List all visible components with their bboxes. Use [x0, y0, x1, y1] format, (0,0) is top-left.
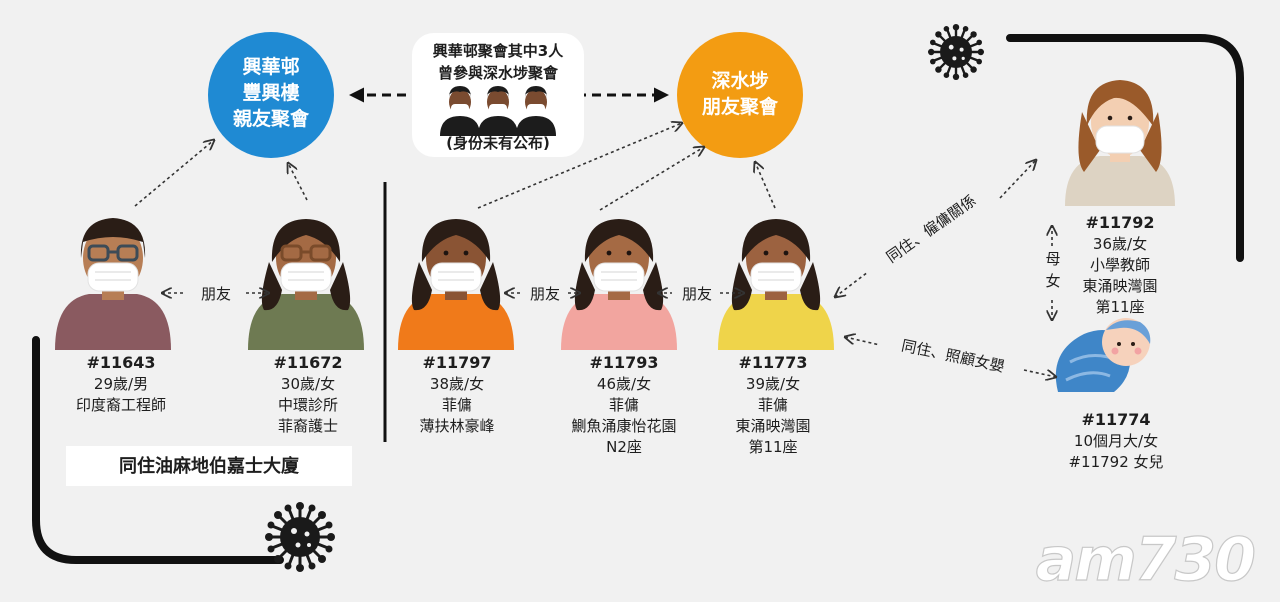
- arrow-icon: [477, 123, 682, 209]
- gathering-line: 豐興樓: [242, 81, 299, 104]
- person-detail: 36歲/女: [1093, 235, 1147, 253]
- relation-friend-label: 朋友: [530, 285, 560, 303]
- gathering-line: 朋友聚會: [702, 95, 779, 118]
- person-detail: 菲裔護士: [278, 417, 338, 435]
- person-id: #11793: [589, 353, 658, 372]
- person-id: #11643: [86, 353, 155, 372]
- arrow-icon: [134, 140, 214, 207]
- sham-shui-po-gathering: 深水埗 朋友聚會: [677, 32, 803, 158]
- person-detail: 30歲/女: [281, 375, 335, 393]
- relation-cohabit-care-label: 同住、照顧女嬰: [900, 336, 1006, 375]
- arrow-icon: [835, 271, 869, 297]
- relation-cohabit-employment-label: 同住、僱傭關係: [883, 191, 979, 266]
- baby-icon: [1055, 318, 1151, 392]
- relation-mother-daughter-label: 女: [1045, 272, 1060, 290]
- residence-banner-label: 同住油麻地伯嘉士大廈: [119, 455, 300, 477]
- gathering-line: 深水埗: [711, 69, 768, 92]
- person-detail: 東涌映灣園: [735, 417, 810, 435]
- arrow-icon: [845, 337, 881, 346]
- person-id: #11797: [422, 353, 491, 372]
- person-detail: 10個月大/女: [1074, 432, 1158, 450]
- person-id: #11792: [1085, 213, 1154, 232]
- person-figure-11773: [718, 219, 834, 350]
- person-detail: 菲傭: [442, 396, 472, 414]
- person-figure-11793: [561, 219, 677, 350]
- person-figure-11792: [1065, 80, 1175, 206]
- person-detail: 46歲/女: [597, 375, 651, 393]
- person-figure-11797: [398, 219, 514, 350]
- person-id: #11672: [273, 353, 342, 372]
- virus-icon: [926, 22, 986, 82]
- person-detail: 中環診所: [278, 396, 338, 414]
- person-detail: 39歲/女: [746, 375, 800, 393]
- gathering-line: 親友聚會: [233, 107, 310, 130]
- arrow-icon: [1023, 369, 1056, 377]
- person-detail: 38歲/女: [430, 375, 484, 393]
- link-box-line: 興華邨聚會其中3人: [433, 42, 564, 60]
- relation-mother-daughter-label: 母: [1045, 250, 1060, 268]
- person-detail: 第11座: [1095, 298, 1144, 316]
- arrow-icon: [999, 160, 1036, 199]
- person-id: #11773: [738, 353, 807, 372]
- gathering-line: 興華邨: [242, 55, 299, 78]
- person-id: #11774: [1081, 410, 1150, 429]
- person-figure-11672: [248, 219, 364, 350]
- person-detail: N2座: [606, 438, 642, 456]
- arrow-icon: [755, 162, 776, 209]
- person-detail: 小學教師: [1090, 256, 1150, 274]
- relation-friend-label: 朋友: [201, 285, 231, 303]
- link-box-line: 曾參與深水埗聚會: [438, 64, 559, 82]
- residence-banner: 同住油麻地伯嘉士大廈: [66, 446, 352, 486]
- person-detail: 29歲/男: [94, 375, 148, 393]
- border-curve-right: [1006, 34, 1244, 262]
- person-detail: 薄扶林豪峰: [419, 417, 494, 435]
- person-detail: 菲傭: [609, 396, 639, 414]
- person-detail: 鰂魚涌康怡花園: [571, 417, 676, 435]
- arrow-icon: [288, 163, 308, 201]
- unnamed-note: (身份未有公布): [446, 134, 550, 152]
- person-detail: 印度裔工程師: [76, 396, 166, 414]
- person-detail: 東涌映灣園: [1082, 277, 1157, 295]
- hing-wah-gathering: 興華邨 豐興樓 親友聚會: [208, 32, 334, 158]
- link-box: 興華邨聚會其中3人 曾參與深水埗聚會 (身份未有公布): [412, 33, 584, 157]
- person-detail: #11792 女兒: [1068, 453, 1163, 471]
- person-figure-11643: [55, 218, 171, 350]
- person-detail: 第11座: [748, 438, 797, 456]
- relation-friend-label: 朋友: [682, 285, 712, 303]
- virus-icon: [263, 500, 337, 574]
- watermark-logo: am730: [1036, 525, 1255, 595]
- arrow-icon: [599, 147, 704, 211]
- border-curve-left: [32, 336, 284, 564]
- person-detail: 菲傭: [758, 396, 788, 414]
